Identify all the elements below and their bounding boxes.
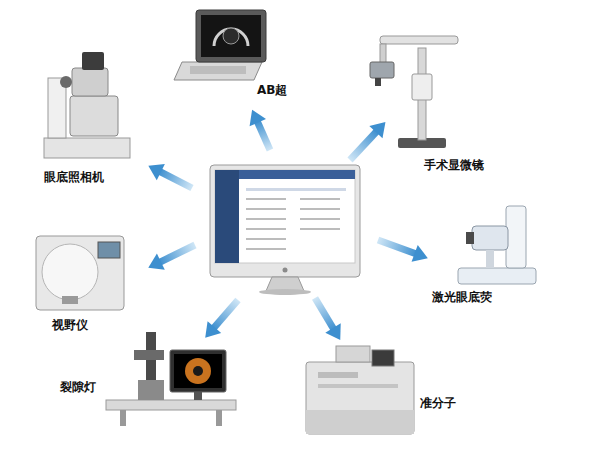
arrow-shaft — [157, 168, 193, 191]
eye-pupil — [193, 366, 203, 376]
perimeter-chinrest — [62, 296, 78, 304]
arrow-head — [325, 323, 348, 344]
arrow — [198, 294, 244, 344]
device-label: 视野仪 — [52, 318, 88, 332]
device-label: AB超 — [257, 83, 287, 97]
screen-row — [300, 208, 340, 210]
arrow-shaft — [158, 242, 197, 266]
microscope-arm — [380, 36, 458, 44]
screen-row — [246, 188, 346, 191]
arrow-shaft — [254, 119, 273, 151]
device-name: 准分子 — [420, 396, 456, 410]
angiography-base — [458, 268, 536, 284]
device-label: 眼底照相机 — [44, 170, 104, 184]
monitor-frame — [210, 165, 360, 277]
angiography-head — [472, 226, 508, 250]
device-label: 裂隙灯 — [60, 380, 96, 394]
monitor-stand — [194, 392, 202, 400]
excimer-monitor — [372, 350, 394, 366]
microscope-lens — [375, 78, 381, 86]
screen-row — [246, 228, 286, 230]
slitlamp-base — [138, 380, 164, 400]
laptop-lid — [196, 10, 266, 62]
ultrasound-image — [214, 29, 248, 46]
microscope-arm — [380, 44, 386, 64]
screen-row — [246, 238, 286, 240]
arrow-head — [244, 106, 266, 126]
angiography-support — [486, 250, 494, 268]
arrow — [307, 293, 348, 344]
device-name: AB超 — [257, 83, 287, 97]
perimeter-body — [36, 236, 124, 310]
excimer-head — [336, 346, 370, 362]
camera-lens — [60, 76, 72, 88]
slitlamp-table — [106, 400, 236, 410]
camera-back — [82, 52, 104, 70]
screen-row — [246, 198, 286, 200]
device-name: 视野仪 — [52, 318, 88, 332]
laptop-keyboard — [190, 66, 246, 74]
slitlamp-screen — [174, 354, 222, 388]
slitlamp-microscope — [134, 350, 164, 360]
excimer-lower — [306, 410, 414, 434]
eye-image — [185, 358, 211, 384]
screen-sidebar — [215, 170, 239, 263]
arrow — [375, 232, 431, 267]
arrow-head — [198, 321, 221, 343]
arrow-head — [412, 245, 431, 267]
arrow-shaft — [210, 298, 240, 331]
perimeter-dome — [42, 244, 98, 300]
slitlamp-leg — [216, 410, 222, 426]
microscope-control — [412, 74, 432, 100]
screen-row — [300, 198, 340, 200]
laptop-base — [174, 62, 262, 80]
ultrasound-eye — [223, 28, 239, 44]
device-label: 准分子 — [420, 396, 456, 410]
arrow — [244, 106, 278, 154]
screen-row — [246, 218, 286, 220]
laptop-screen — [201, 15, 261, 57]
arrow — [144, 237, 199, 276]
screen-header — [239, 170, 355, 179]
arrow-shaft — [312, 296, 337, 331]
screen-row — [300, 228, 340, 230]
arrow — [343, 116, 392, 166]
device-name: 眼底照相机 — [44, 170, 104, 184]
monitor-logo — [283, 268, 288, 273]
camera-table — [44, 138, 130, 158]
microscope-head — [370, 62, 394, 78]
arrow — [144, 158, 196, 196]
monitor-stand — [266, 277, 304, 291]
slitlamp-leg — [120, 410, 126, 426]
device-name: 激光眼底荧 — [432, 290, 492, 304]
angiography-lens — [466, 232, 474, 244]
arrow-shaft — [377, 237, 418, 258]
monitor-base — [259, 289, 311, 295]
slitlamp-monitor — [170, 350, 226, 392]
camera-head — [72, 68, 108, 96]
device-name: 裂隙灯 — [60, 380, 96, 394]
excimer-body — [306, 362, 414, 434]
screen-row — [246, 248, 286, 250]
excimer-panel — [318, 384, 398, 388]
angiography-column — [506, 206, 526, 268]
arrow-head — [144, 254, 164, 276]
perimeter-screen — [98, 242, 120, 258]
camera-body — [70, 96, 118, 136]
screen-row — [246, 208, 286, 210]
arrow-head — [144, 158, 165, 180]
screen-row — [300, 218, 340, 220]
arrow-shaft — [347, 128, 379, 162]
device-label: 激光眼底荧 — [432, 290, 492, 304]
monitor-screen — [215, 170, 355, 263]
arrow-head — [369, 116, 392, 139]
device-name: 手术显微镜 — [424, 158, 484, 172]
device-label: 手术显微镜 — [424, 158, 484, 172]
excimer-panel — [318, 372, 358, 378]
